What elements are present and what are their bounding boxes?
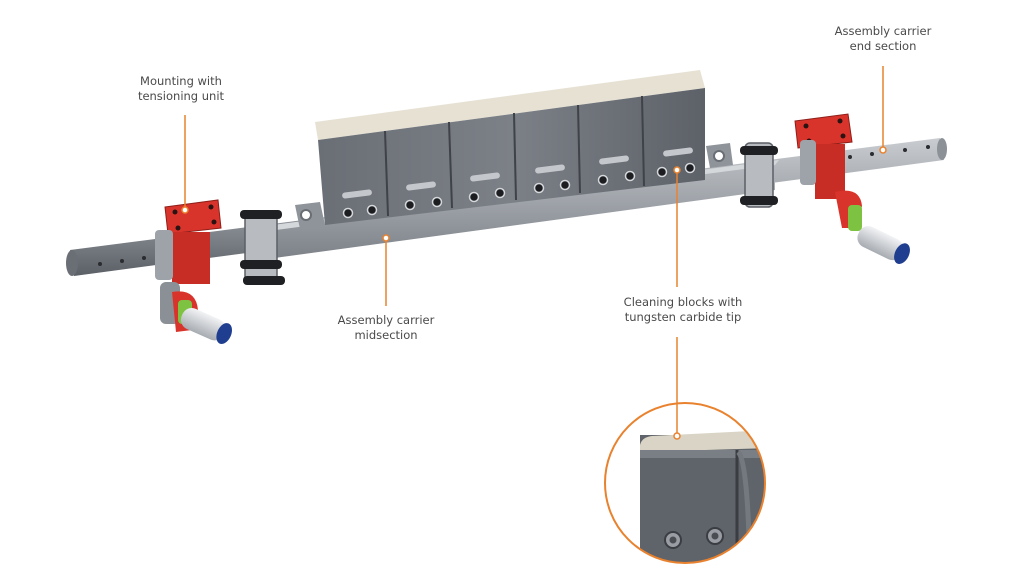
left-mounting-unit bbox=[155, 199, 232, 344]
zoom-callout-dot bbox=[673, 432, 681, 440]
mounting-callout-dot bbox=[181, 206, 189, 214]
label-line: Mounting with bbox=[140, 74, 222, 88]
label-line: Cleaning blocks with bbox=[623, 295, 743, 309]
label-line: tungsten carbide tip bbox=[624, 310, 742, 324]
left-clamp bbox=[240, 210, 285, 285]
label-assembly-carrier-midsection: Assembly carrier midsection bbox=[316, 313, 456, 343]
label-line: tensioning unit bbox=[137, 89, 225, 103]
label-cleaning-blocks: Cleaning blocks with tungsten carbide ti… bbox=[598, 295, 768, 325]
cleaning-blocks-callout-dot bbox=[673, 166, 681, 174]
label-line: end section bbox=[849, 39, 917, 53]
label-mounting-with-tensioning-unit: Mounting with tensioning unit bbox=[116, 74, 246, 104]
label-assembly-carrier-end-section: Assembly carrier end section bbox=[818, 24, 948, 54]
label-line: Assembly carrier bbox=[834, 24, 932, 38]
right-clamp bbox=[740, 142, 778, 208]
right-mounting-unit bbox=[794, 113, 910, 264]
label-line: midsection bbox=[354, 328, 418, 342]
cleaning-block-zoom-detail bbox=[604, 402, 766, 564]
label-line: Assembly carrier bbox=[337, 313, 435, 327]
midsection-callout-dot bbox=[382, 234, 390, 242]
end-section-callout-dot bbox=[879, 146, 887, 154]
cleaning-blocks bbox=[315, 70, 705, 225]
